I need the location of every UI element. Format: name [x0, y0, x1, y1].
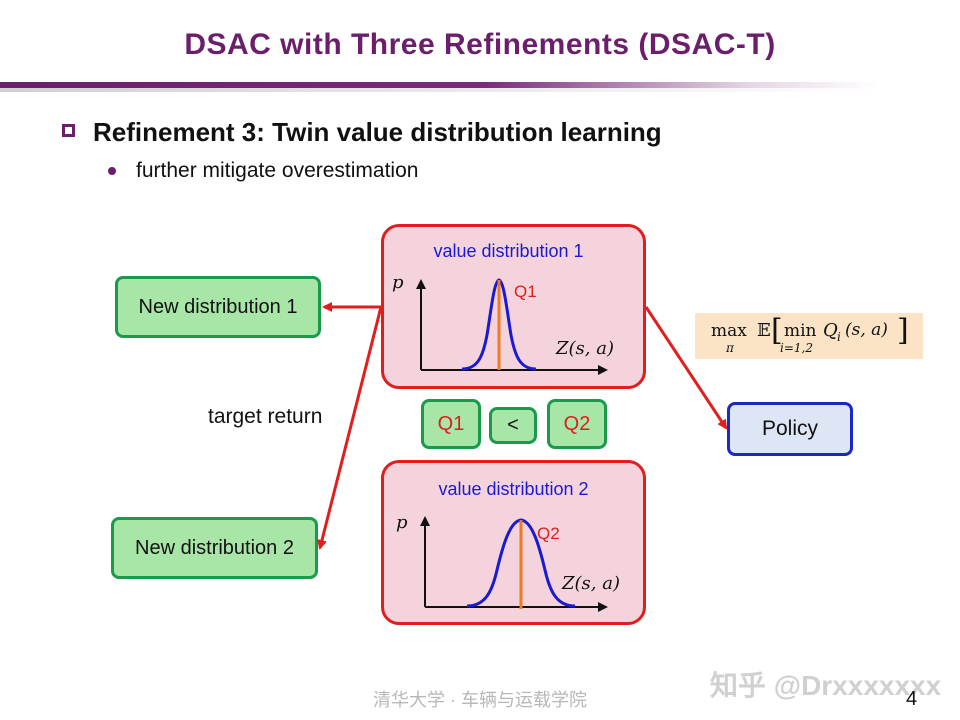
- formula-args: (s, a): [845, 320, 888, 340]
- arrow-to-new-distribution-2: [317, 306, 383, 550]
- formula-left-bracket: [: [771, 313, 783, 348]
- vd2-q2-label: Q2: [537, 524, 560, 543]
- new-distribution-1-box: New distribution 1: [115, 276, 321, 338]
- policy-objective-formula: max π 𝔼 [ min i=1,2 Q i (s, a) ]: [695, 313, 923, 359]
- formula-expectation: 𝔼: [757, 320, 771, 341]
- vd1-q1-label: Q1: [514, 282, 537, 301]
- formula-q: Q: [823, 320, 838, 341]
- compare-operator-box: <: [489, 407, 537, 444]
- vd2-y-axis-label: p: [396, 512, 408, 533]
- formula-right-bracket: ]: [897, 313, 909, 348]
- slide-title: DSAC with Three Refinements (DSAC-T): [184, 28, 776, 61]
- square-bullet-icon: [62, 124, 75, 137]
- title-underline: [0, 82, 880, 88]
- dot-bullet-icon: [108, 167, 116, 175]
- policy-box: Policy: [727, 402, 853, 456]
- formula-max-subscript: π: [726, 341, 734, 355]
- bullet-main-text: Refinement 3: Twin value distribution le…: [93, 117, 662, 147]
- vd2-x-axis-label: Z(s, a): [562, 573, 620, 594]
- title-underline-shadow: [0, 88, 880, 92]
- value-distribution-2-title: value distribution 2: [438, 479, 589, 499]
- target-return-label: target return: [208, 405, 323, 428]
- value-distribution-1-title: value distribution 1: [433, 241, 584, 261]
- compare-q1-box: Q1: [421, 399, 481, 449]
- formula-q-subscript: i: [837, 330, 841, 344]
- vd1-x-axis-label: Z(s, a): [556, 338, 614, 359]
- arrow-to-policy: [644, 306, 728, 430]
- new-distribution-2-box: New distribution 2: [111, 517, 318, 579]
- watermark: 知乎 @Drxxxxxxx: [710, 670, 942, 701]
- formula-min: min: [784, 321, 817, 341]
- formula-max: max: [711, 321, 747, 341]
- bullet-sub-text: further mitigate overestimation: [136, 159, 419, 182]
- value-distribution-1-box: [381, 224, 646, 389]
- formula-min-subscript: i=1,2: [780, 341, 813, 355]
- page-number: 4: [906, 688, 918, 710]
- vd1-y-axis-label: p: [392, 272, 404, 293]
- compare-q2-box: Q2: [547, 399, 607, 449]
- footer-institution: 清华大学 · 车辆与运载学院: [373, 690, 587, 710]
